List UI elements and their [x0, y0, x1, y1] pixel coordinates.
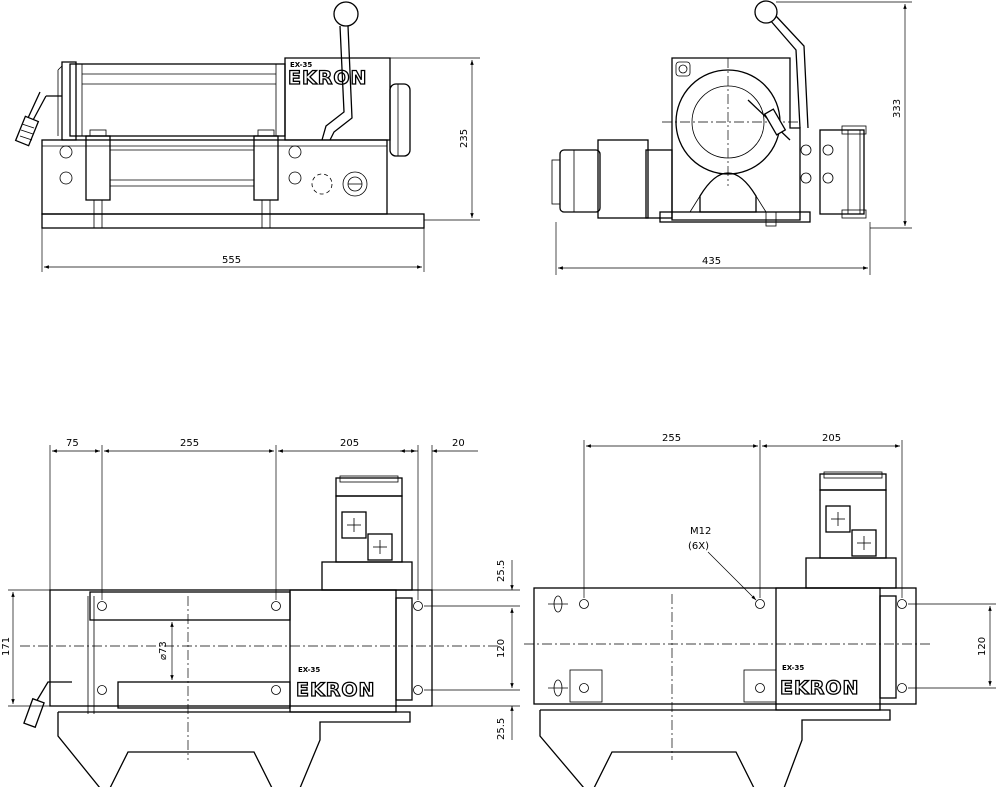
- top-brand-logo: EKRON: [296, 679, 375, 701]
- right-dim-120: 120: [977, 637, 988, 656]
- lever-knob: [333, 1, 359, 27]
- front-width-dim: 555: [222, 255, 241, 266]
- top-view-left: EX-35 EKRON 75 255 205 20: [1, 438, 520, 787]
- dim-25-5-bottom: 25.5: [496, 718, 507, 740]
- dim-171: 171: [1, 637, 12, 656]
- dim-255: 255: [180, 438, 199, 449]
- thread-count: (6X): [688, 541, 709, 552]
- brand-logo: EKRON: [288, 67, 367, 89]
- right-model-label: EX-35: [782, 664, 804, 672]
- model-label: EX-35: [290, 61, 312, 69]
- right-dim-255: 255: [662, 433, 681, 444]
- dim-25-5-top: 25.5: [496, 560, 507, 582]
- dim-120-left: 120: [496, 639, 507, 658]
- side-lever-knob: [754, 0, 778, 24]
- top-model-label: EX-35: [298, 666, 320, 674]
- side-view: 435 333: [551, 0, 912, 275]
- top-view-right: EX-35 EKRON 255 205 120 M12 (6X): [524, 433, 996, 787]
- side-height-dim: 333: [892, 99, 903, 118]
- front-view: EX-35 EKRON 555 235: [14, 1, 480, 272]
- dim-75: 75: [66, 438, 79, 449]
- side-width-dim: 435: [702, 256, 721, 267]
- thread-note: M12: [690, 526, 711, 537]
- right-dim-205: 205: [822, 433, 841, 444]
- dim-20: 20: [452, 438, 465, 449]
- dim-205: 205: [340, 438, 359, 449]
- drum-diameter: ⌀73: [158, 641, 169, 660]
- front-height-dim: 235: [459, 129, 470, 148]
- right-brand-logo: EKRON: [780, 677, 859, 699]
